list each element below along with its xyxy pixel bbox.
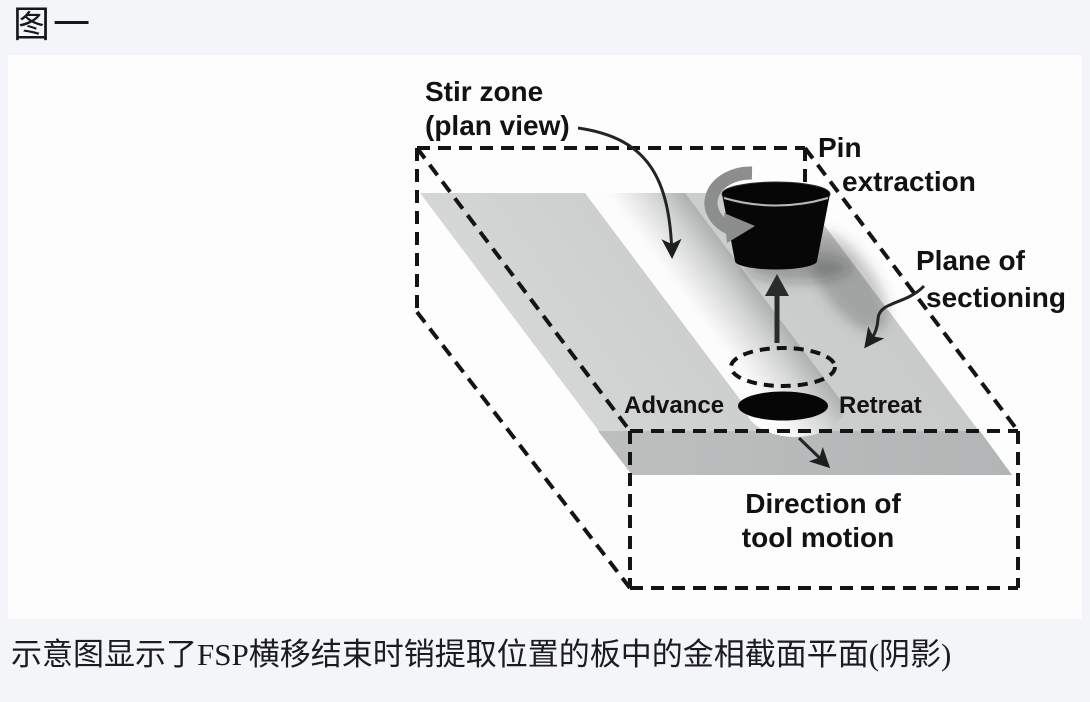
keyhole-ellipse [738, 391, 828, 421]
plane-of-sectioning-label-line1: Plane of [916, 245, 1026, 276]
stir-zone-pointer-arrow [577, 126, 682, 259]
dashed-box-outline [415, 146, 1020, 590]
stir-zone-track [585, 193, 845, 437]
tool-rim-highlight [723, 197, 829, 207]
fsp-tool [721, 181, 831, 270]
plane-of-sectioning-pointer-arrow [864, 284, 926, 349]
pin-position-dashed-ellipse [729, 346, 837, 388]
stir-zone-label-line2: (plan view) [425, 110, 570, 141]
direction-label-line1: Direction of [745, 488, 901, 519]
figure-caption: 示意图显示了FSP横移结束时销提取位置的板中的金相截面平面(阴影) [11, 637, 952, 672]
direction-of-tool-motion-arrow [797, 436, 831, 469]
pin-extraction-label-line1: Pin [818, 132, 862, 163]
plane-of-sectioning-label-line2: sectioning [926, 282, 1066, 313]
pin-extraction-label-line2: extraction [842, 166, 976, 197]
retreat-label: Retreat [839, 392, 922, 419]
section-shade-band [598, 431, 1012, 475]
dashed-box-left-top-edge [415, 146, 632, 433]
dashed-box-right-top-edge [803, 146, 1020, 433]
advance-label: Advance [624, 392, 724, 419]
extraction-up-arrow [765, 274, 789, 343]
figure-title: 图一 [13, 5, 93, 46]
stir-zone-label-line1: Stir zone [425, 76, 543, 107]
rotation-arrow-icon [704, 166, 755, 243]
direction-label-line2: tool motion [742, 522, 894, 553]
dashed-box-bottom-left-edge [415, 310, 632, 590]
